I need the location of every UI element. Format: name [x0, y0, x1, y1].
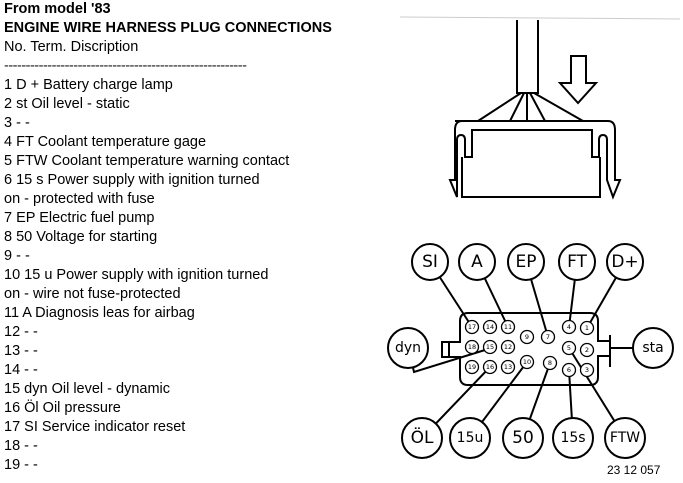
table-row: on - protected with fuse	[4, 191, 155, 207]
pin-label: 2	[585, 346, 589, 354]
table-row: on - wire not fuse-protected	[4, 286, 181, 302]
terminal-label: A	[471, 252, 483, 272]
terminal-7: ÖL	[401, 417, 443, 459]
pin-label: 5	[567, 344, 571, 352]
terminal-label: dyn	[395, 340, 421, 356]
table-row: 6 15 s Power supply with ignition turned	[4, 172, 260, 188]
pin-label: 1	[585, 324, 589, 332]
pin-3: 3	[579, 362, 595, 378]
terminal-4: D+	[606, 243, 644, 281]
pin-label: 3	[585, 366, 589, 374]
pin-6: 6	[561, 362, 577, 378]
terminal-0: SI	[411, 243, 449, 281]
down-arrow-icon	[557, 55, 599, 105]
plug-face-view: 17 14 11 9 7 4 1 18 15 12 5 2 19 16 13 10 8 6 3 SI A EP FT D+ d…	[387, 243, 674, 477]
pin-label: 17	[468, 323, 476, 331]
pin-label: 7	[546, 333, 550, 341]
pin-14: 14	[482, 319, 498, 335]
pin-4: 4	[561, 319, 577, 335]
table-row: 9 - -	[4, 248, 30, 264]
page-title: ENGINE WIRE HARNESS PLUG CONNECTIONS	[4, 20, 332, 36]
terminal-label: ÖL	[411, 426, 434, 448]
pin-label: 16	[486, 363, 494, 371]
table-row: 16 Öl Oil pressure	[4, 400, 121, 416]
table-row: 1 D + Battery charge lamp	[4, 77, 173, 93]
terminal-label: D+	[611, 252, 638, 272]
terminal-6: sta	[632, 327, 674, 369]
terminal-9: 50	[502, 417, 544, 459]
pin-2: 2	[579, 342, 595, 358]
pin-9: 9	[519, 329, 535, 345]
terminal-label: SI	[422, 252, 438, 272]
pin-5: 5	[561, 340, 577, 356]
table-row: 5 FTW Coolant temperature warning contac…	[4, 153, 290, 169]
pin-label: 4	[567, 323, 571, 331]
pin-label: 11	[504, 323, 512, 331]
pin-label: 9	[525, 333, 529, 341]
pin-18: 18	[464, 339, 480, 355]
terminal-3: FT	[558, 243, 596, 281]
terminal-2: EP	[507, 243, 545, 281]
terminal-label: 15u	[457, 430, 484, 446]
terminal-5: dyn	[387, 327, 429, 369]
table-row: 17 SI Service indicator reset	[4, 419, 186, 435]
terminal-1: A	[458, 243, 496, 281]
pin-19: 19	[464, 359, 480, 375]
connection-table: From model '83 ENGINE WIRE HARNESS PLUG …	[4, 0, 332, 475]
terminal-label: 15s	[560, 430, 585, 446]
table-row: 19 - -	[4, 457, 38, 473]
terminal-10: 15s	[552, 417, 594, 459]
pin-15: 15	[482, 339, 498, 355]
pin-17: 17	[464, 319, 480, 335]
pin-13: 13	[500, 359, 516, 375]
terminal-label: 50	[512, 428, 534, 448]
table-row: 10 15 u Power supply with ignition turne…	[4, 267, 269, 283]
table-row: 7 EP Electric fuel pump	[4, 210, 155, 226]
pin-label: 18	[468, 343, 476, 351]
table-row: 2 st Oil level - static	[4, 96, 130, 112]
pin-label: 19	[468, 363, 476, 371]
pin-label: 8	[548, 359, 552, 367]
table-row: 14 - -	[4, 362, 38, 378]
table-row: 15 dyn Oil level - dynamic	[4, 381, 171, 397]
terminal-11: FTW	[604, 417, 646, 459]
pin-7: 7	[540, 329, 556, 345]
terminal-label: FT	[567, 252, 587, 272]
pin-label: 15	[486, 343, 494, 351]
pin-label: 6	[567, 366, 571, 374]
table-row: 4 FT Coolant temperature gage	[4, 134, 207, 150]
pin-label: 14	[486, 323, 494, 331]
pin-label: 10	[523, 358, 531, 366]
terminal-label: sta	[642, 340, 663, 356]
table-row: 3 - -	[4, 115, 30, 131]
table-row: 11 A Diagnosis leas for airbag	[4, 305, 195, 321]
table-row: 8 50 Voltage for starting	[4, 229, 158, 245]
pin-16: 16	[482, 359, 498, 375]
terminal-label: EP	[516, 252, 537, 272]
table-row: 13 - -	[4, 343, 38, 359]
terminal-label: FTW	[610, 430, 640, 446]
plug-side-view	[399, 16, 681, 200]
pin-12: 12	[500, 339, 516, 355]
pin-label: 13	[504, 363, 512, 371]
figure-number: 23 12 057	[607, 463, 661, 477]
model-note: From model '83	[4, 1, 111, 17]
pin-11: 11	[500, 319, 516, 335]
separator: ----------------------------------------…	[4, 58, 247, 74]
pin-label: 12	[504, 343, 512, 351]
table-row: 18 - -	[4, 438, 38, 454]
pin-8: 8	[542, 355, 558, 371]
rows-list: 1 D + Battery charge lamp 2 st Oil level …	[4, 76, 332, 475]
pin-10: 10	[519, 354, 535, 370]
column-headers: No. Term. Discription	[4, 39, 139, 55]
terminal-8: 15u	[449, 417, 491, 459]
pin-1: 1	[579, 320, 595, 336]
table-row: 12 - -	[4, 324, 38, 340]
